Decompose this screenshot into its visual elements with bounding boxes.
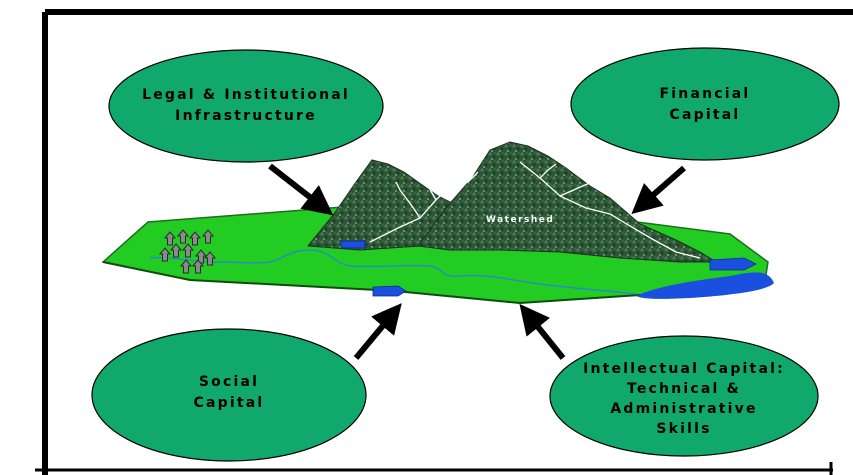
node-social: Social Capital: [91, 328, 367, 462]
intellectual-line2: Technical &: [627, 381, 741, 397]
social-line2: Capital: [194, 395, 265, 411]
house-icon: [163, 231, 177, 246]
settlement-houses: [158, 229, 217, 274]
pond-center: [372, 285, 407, 297]
pond-left: [340, 240, 366, 249]
arrow-legal: [268, 163, 334, 216]
arrow-financial: [631, 165, 686, 215]
node-intellectual: Intellectual Capital: Technical & Admini…: [549, 335, 819, 457]
node-financial: Financial Capital: [570, 47, 840, 161]
house-icon: [194, 249, 208, 264]
watershed-label: Watershed: [486, 215, 554, 225]
lake: [636, 272, 774, 299]
intellectual-ellipse: [549, 335, 819, 457]
house-icon: [176, 229, 190, 244]
river: [149, 249, 637, 295]
arrow-social: [353, 303, 402, 360]
pond-right: [709, 257, 757, 271]
house-icon: [158, 247, 172, 262]
house-icon: [203, 251, 217, 266]
legal-ellipse: [108, 49, 384, 163]
credit-mark: ~~~~~: [700, 294, 713, 298]
house-icon: [179, 259, 193, 274]
house-icon: [191, 259, 205, 274]
intellectual-line1: Intellectual Capital:: [583, 361, 785, 377]
arrow-intellectual: [519, 303, 566, 360]
house-icon: [201, 229, 215, 244]
financial-ellipse: [570, 47, 840, 161]
slide-frame: [35, 9, 853, 475]
node-legal: Legal & Institutional Infrastructure: [108, 49, 384, 163]
arrows: [268, 163, 686, 360]
financial-line1: Financial: [660, 86, 751, 102]
house-icon: [169, 243, 183, 258]
legal-line1: Legal & Institutional: [142, 87, 350, 103]
mountain-streams: [369, 161, 701, 259]
legal-line2: Infrastructure: [175, 108, 317, 124]
mountain-right: [417, 141, 718, 263]
intellectual-line3: Administrative: [610, 401, 757, 417]
social-line1: Social: [199, 374, 259, 390]
house-icon: [181, 243, 195, 258]
intellectual-line4: Skills: [656, 421, 711, 437]
watershed-landscape: Watershed ~~~~~: [101, 141, 774, 305]
social-ellipse: [91, 328, 367, 462]
house-icon: [188, 231, 202, 246]
financial-line2: Capital: [670, 107, 741, 123]
